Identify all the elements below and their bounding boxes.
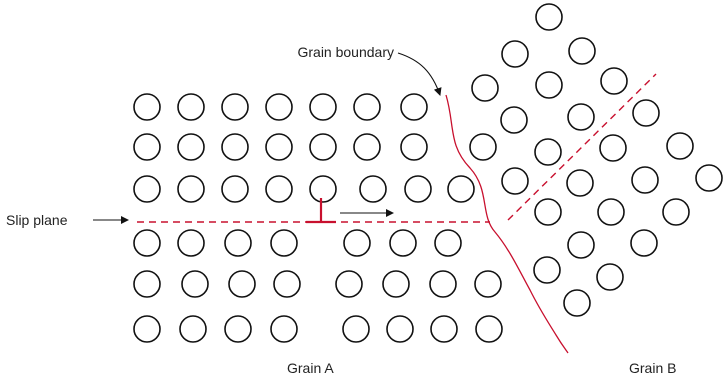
atom xyxy=(400,93,428,121)
atom xyxy=(474,270,502,298)
atom xyxy=(221,133,249,161)
atom xyxy=(404,175,432,203)
atom xyxy=(179,315,207,343)
atom xyxy=(430,315,458,343)
atom xyxy=(265,133,293,161)
atom xyxy=(270,229,298,257)
atom xyxy=(600,67,628,95)
atom xyxy=(133,93,161,121)
grain-boundary-line xyxy=(445,94,569,354)
atom xyxy=(309,133,337,161)
atom xyxy=(265,175,293,203)
atom xyxy=(534,198,562,226)
atom xyxy=(475,315,503,343)
atom xyxy=(177,229,205,257)
atom xyxy=(177,175,205,203)
grain-boundary-leader-arrow xyxy=(397,52,442,96)
edge-dislocation-symbol xyxy=(306,198,336,224)
atom xyxy=(469,133,497,161)
grain-a-atoms xyxy=(133,93,503,343)
atom xyxy=(563,289,591,317)
atom xyxy=(630,229,658,257)
atom xyxy=(500,106,528,134)
atom xyxy=(133,229,161,257)
atom xyxy=(342,315,370,343)
atom xyxy=(133,133,161,161)
slip-plane-label: Slip plane xyxy=(6,212,68,228)
atom xyxy=(533,256,561,284)
atom xyxy=(501,167,529,195)
atom xyxy=(597,198,625,226)
atom xyxy=(386,315,414,343)
atom xyxy=(662,198,690,226)
atom xyxy=(566,169,594,197)
atom xyxy=(596,263,624,291)
atom xyxy=(389,229,417,257)
atom xyxy=(695,164,723,192)
atom xyxy=(471,74,499,102)
atom xyxy=(353,133,381,161)
atom xyxy=(434,229,462,257)
atom xyxy=(265,93,293,121)
grain-boundary-label: Grain boundary xyxy=(297,44,394,60)
atom xyxy=(447,175,475,203)
atom xyxy=(568,37,596,65)
grain-b-atoms xyxy=(471,3,723,317)
atom xyxy=(534,138,562,166)
atom xyxy=(632,99,660,127)
atom xyxy=(177,93,205,121)
atom xyxy=(666,132,694,160)
atom xyxy=(133,175,161,203)
atom xyxy=(567,231,595,259)
atom xyxy=(353,93,381,121)
atom xyxy=(335,270,363,298)
atom xyxy=(177,133,205,161)
atom xyxy=(359,175,387,203)
atom xyxy=(270,315,298,343)
grain-b-label: Grain B xyxy=(629,360,676,376)
atom xyxy=(343,229,371,257)
atom xyxy=(309,93,337,121)
atom xyxy=(224,229,252,257)
grain-a-label: Grain A xyxy=(287,360,334,376)
atom xyxy=(599,134,627,162)
atom xyxy=(133,315,161,343)
atom xyxy=(382,270,410,298)
atom xyxy=(535,71,563,99)
atom xyxy=(501,40,529,68)
atom xyxy=(221,175,249,203)
atom xyxy=(133,270,161,298)
atom xyxy=(309,175,337,203)
atom xyxy=(567,103,595,131)
atom xyxy=(273,270,301,298)
atom xyxy=(400,133,428,161)
atom xyxy=(535,3,563,31)
atom xyxy=(228,270,256,298)
grain-b-slip-plane-line xyxy=(507,73,657,221)
atom xyxy=(631,166,659,194)
atom xyxy=(221,93,249,121)
atom xyxy=(181,270,209,298)
atom xyxy=(429,270,457,298)
atom xyxy=(224,315,252,343)
